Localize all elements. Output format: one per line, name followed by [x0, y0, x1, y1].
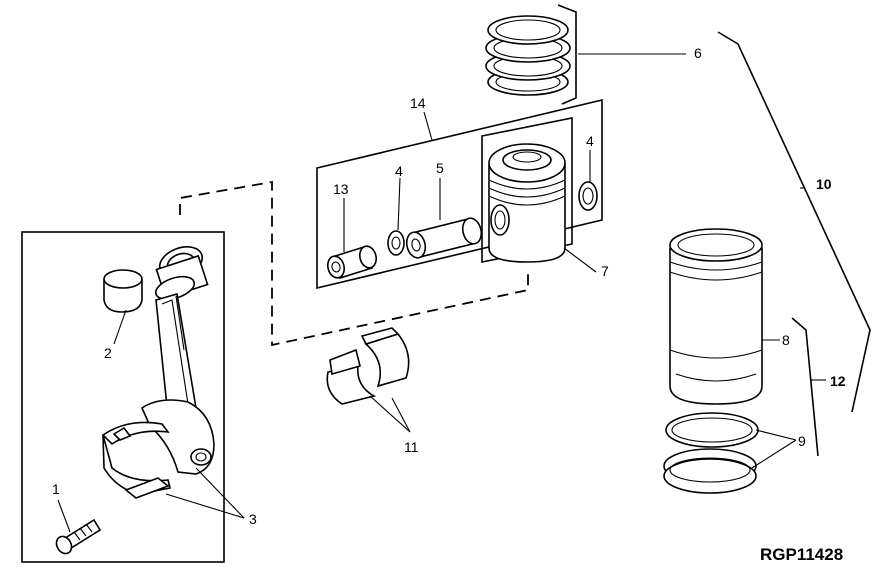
piston-pin	[405, 217, 483, 259]
callout-11: 11	[404, 439, 419, 455]
liner-o-rings	[663, 412, 759, 494]
callout-12: 12	[830, 373, 846, 389]
callout-7: 7	[601, 263, 609, 279]
connecting-rod-group	[21, 231, 225, 563]
callout-9: 9	[798, 433, 806, 449]
callout-14: 14	[410, 95, 426, 111]
callout-13: 13	[333, 181, 349, 197]
connecting-rod-box	[21, 231, 225, 563]
callout-5: 5	[436, 160, 444, 176]
piston-pin-bushing-kit	[326, 245, 378, 279]
piston	[488, 143, 566, 263]
callout-4-left: 4	[395, 163, 403, 179]
callout-labels: 1 2 3 4 4 5 6 7 8 9 10 11 12 13 14	[52, 45, 846, 527]
piston-rings	[485, 4, 577, 105]
pin-retainer-ring-left	[387, 230, 405, 256]
piston-kit-box	[316, 98, 603, 290]
cylinder-liner	[669, 228, 763, 405]
callout-6: 6	[694, 45, 702, 61]
piston-box	[481, 117, 573, 263]
piston-pin-bushing	[103, 269, 143, 313]
callout-1: 1	[52, 481, 60, 497]
leader-lines	[57, 31, 871, 533]
connecting-rod	[101, 246, 215, 499]
piston-kit-group	[316, 98, 603, 290]
pin-retainer-ring-right	[578, 181, 598, 211]
rod-bearing-shells	[326, 327, 410, 405]
callout-2: 2	[104, 345, 112, 361]
callout-4-right: 4	[586, 133, 594, 149]
reference-code: RGP11428	[760, 545, 843, 564]
callout-10: 10	[816, 176, 832, 192]
callout-3: 3	[249, 511, 257, 527]
rod-cap-bolt	[55, 518, 102, 555]
callout-8: 8	[782, 332, 790, 348]
